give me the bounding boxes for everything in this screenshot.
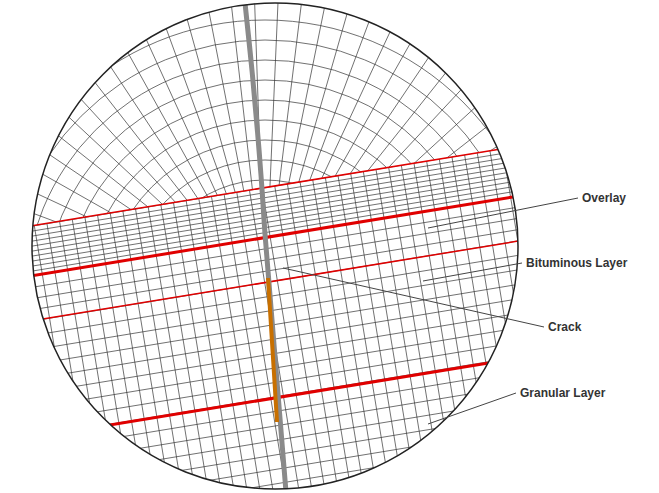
mesh-line xyxy=(265,0,519,300)
mesh-line xyxy=(39,0,138,493)
mesh-line xyxy=(0,173,659,282)
mesh-arc xyxy=(0,20,545,493)
mesh-line xyxy=(507,0,606,493)
mesh-line xyxy=(0,46,265,300)
mesh-line xyxy=(0,143,659,252)
mesh-line xyxy=(0,406,659,493)
mesh-line xyxy=(265,51,659,300)
mesh-line xyxy=(299,0,398,493)
mesh-line xyxy=(429,0,528,493)
mesh-line xyxy=(455,0,554,493)
mesh-line xyxy=(143,0,242,493)
mesh-line xyxy=(234,0,333,493)
mesh-line xyxy=(442,0,541,493)
mesh-line xyxy=(0,128,659,237)
mesh-line xyxy=(221,0,320,493)
mesh-line xyxy=(265,0,659,300)
mesh-line xyxy=(338,0,437,493)
layer-label: Crack xyxy=(547,320,582,334)
mesh-line xyxy=(265,0,338,300)
mesh-arc xyxy=(0,0,565,493)
layer-boundaries xyxy=(0,123,659,443)
mesh-line xyxy=(481,0,580,493)
mesh-line xyxy=(265,0,430,300)
mesh-line xyxy=(494,0,593,493)
crack-segment xyxy=(268,278,277,422)
mesh-line xyxy=(197,0,265,300)
mesh-line xyxy=(0,450,659,493)
mesh-line xyxy=(208,0,307,493)
layer-label: Granular Layer xyxy=(519,386,606,400)
mesh-arc xyxy=(85,120,445,480)
mesh-line xyxy=(0,163,659,272)
mesh-line xyxy=(0,0,86,493)
mesh-line xyxy=(416,0,515,493)
mesh-line xyxy=(286,0,385,493)
mesh-line xyxy=(117,0,216,493)
mesh-line xyxy=(273,0,372,493)
mesh-line xyxy=(0,377,659,486)
mesh-line xyxy=(0,435,659,493)
mesh-line xyxy=(26,0,125,493)
mesh-line xyxy=(0,158,659,267)
mesh-line xyxy=(351,0,450,493)
mesh-line xyxy=(265,95,659,300)
mesh-line xyxy=(78,0,177,493)
mesh-line xyxy=(0,218,659,327)
mesh-arc xyxy=(65,100,465,493)
mesh-line xyxy=(0,184,659,293)
mesh-line xyxy=(377,0,476,493)
mesh-line xyxy=(0,232,659,341)
mesh-line xyxy=(247,0,346,493)
mesh-line xyxy=(0,319,659,428)
mesh-line xyxy=(0,334,659,443)
mesh-line xyxy=(0,276,659,385)
mesh-line xyxy=(0,0,73,493)
mesh-line xyxy=(325,0,424,493)
layer-label: Bituminous Layer xyxy=(525,256,628,270)
mesh-line xyxy=(0,0,99,493)
mesh-line xyxy=(0,195,659,304)
mesh-line xyxy=(0,138,659,247)
mesh-line xyxy=(0,392,659,493)
mesh-line xyxy=(260,0,359,493)
mesh-line xyxy=(265,0,659,300)
mesh-boundary xyxy=(32,3,518,489)
mesh-line xyxy=(312,0,411,493)
mesh-arc xyxy=(0,0,585,493)
mesh-line xyxy=(265,0,659,300)
mesh-line xyxy=(0,261,659,370)
mesh-line xyxy=(13,0,112,493)
mesh-line xyxy=(52,0,151,493)
mesh-line xyxy=(390,0,489,493)
mesh-line xyxy=(265,0,659,300)
mesh-line xyxy=(0,123,659,232)
mesh-line xyxy=(0,153,659,262)
crack-line xyxy=(245,3,286,492)
layer-label: Overlay xyxy=(581,191,627,205)
